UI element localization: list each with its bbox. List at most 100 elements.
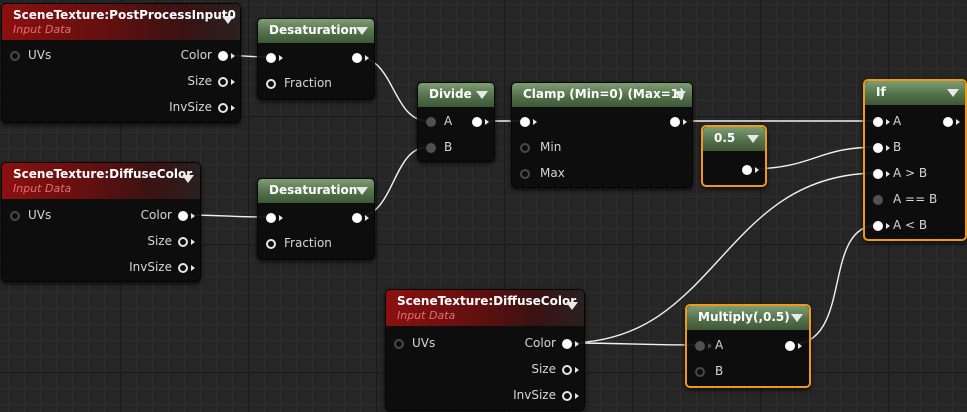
collapse-arrow-icon[interactable] bbox=[356, 187, 368, 195]
pin-arrow-icon bbox=[886, 145, 890, 151]
collapse-arrow-icon[interactable] bbox=[791, 314, 803, 322]
collapse-arrow-icon[interactable] bbox=[674, 91, 686, 99]
invsize-output-pin[interactable] bbox=[562, 391, 572, 401]
node-title: SceneTexture:PostProcessInput0 bbox=[13, 8, 236, 22]
a-greater-b-input-pin[interactable] bbox=[873, 169, 883, 179]
color-output-pin[interactable] bbox=[218, 51, 228, 61]
constant-node[interactable]: 0.5 bbox=[701, 125, 767, 187]
pin-arrow-icon bbox=[886, 223, 890, 229]
fraction-input-pin[interactable] bbox=[266, 239, 276, 249]
pin-arrow-icon bbox=[231, 79, 235, 85]
node-title: 0.5 bbox=[714, 131, 736, 145]
input-pin[interactable] bbox=[520, 117, 530, 127]
output-pin[interactable] bbox=[785, 341, 795, 351]
if-node[interactable]: If A B A > B A == B A < B bbox=[863, 79, 967, 241]
a-input-pin[interactable] bbox=[426, 117, 436, 127]
scenetexture-postprocess-node[interactable]: SceneTexture:PostProcessInput0 Input Dat… bbox=[1, 3, 241, 123]
collapse-arrow-icon[interactable] bbox=[182, 175, 194, 183]
color-output-pin[interactable] bbox=[178, 211, 188, 221]
output-pin[interactable] bbox=[472, 117, 482, 127]
pin-arrow-icon bbox=[231, 53, 235, 59]
color-label: Color bbox=[180, 48, 212, 62]
multiply-node[interactable]: Multiply(,0.5) A B bbox=[685, 304, 811, 388]
a-label: A bbox=[715, 338, 724, 352]
a-input-pin[interactable] bbox=[873, 117, 883, 127]
a-less-b-input-pin[interactable] bbox=[873, 221, 883, 231]
node-header[interactable]: SceneTexture:DiffuseColor Input Data bbox=[2, 163, 200, 199]
output-pin[interactable] bbox=[943, 117, 953, 127]
uvs-input-pin[interactable] bbox=[394, 339, 404, 349]
pin-arrow-icon bbox=[365, 215, 369, 221]
a-equal-b-input-pin[interactable] bbox=[873, 195, 883, 205]
pin-arrow-icon bbox=[575, 393, 579, 399]
collapse-arrow-icon[interactable] bbox=[476, 91, 488, 99]
node-subtitle: Input Data bbox=[13, 23, 72, 36]
node-title: Divide bbox=[429, 87, 472, 101]
invsize-output-pin[interactable] bbox=[218, 103, 228, 113]
divide-node[interactable]: Divide A B bbox=[417, 82, 495, 162]
wire-constant-to-if-b bbox=[747, 146, 879, 170]
node-title: SceneTexture:DiffuseColor bbox=[13, 167, 193, 181]
output-pin[interactable] bbox=[742, 165, 752, 175]
fraction-label: Fraction bbox=[284, 76, 332, 90]
pin-arrow-icon bbox=[365, 55, 369, 61]
size-output-pin[interactable] bbox=[178, 237, 188, 247]
input-pin[interactable] bbox=[266, 213, 276, 223]
output-pin[interactable] bbox=[352, 53, 362, 63]
desaturation-node-2[interactable]: Desaturation Fraction bbox=[257, 178, 375, 260]
clamp-node[interactable]: Clamp (Min=0) (Max=1) Min Max bbox=[511, 82, 693, 188]
output-pin[interactable] bbox=[352, 213, 362, 223]
collapse-arrow-icon[interactable] bbox=[747, 135, 759, 143]
collapse-arrow-icon[interactable] bbox=[947, 89, 959, 97]
desaturation-node-1[interactable]: Desaturation Fraction bbox=[257, 18, 375, 100]
size-output-pin[interactable] bbox=[562, 365, 572, 375]
uvs-label: UVs bbox=[28, 48, 52, 62]
node-title: SceneTexture:DiffuseColor bbox=[397, 294, 577, 308]
node-header[interactable]: Divide bbox=[418, 83, 494, 107]
pin-arrow-icon bbox=[533, 119, 537, 125]
node-header[interactable]: Clamp (Min=0) (Max=1) bbox=[512, 83, 692, 107]
collapse-arrow-icon[interactable] bbox=[356, 27, 368, 35]
size-label: Size bbox=[187, 74, 212, 88]
a-label: A bbox=[444, 114, 453, 128]
uvs-input-pin[interactable] bbox=[10, 211, 20, 221]
color-output-pin[interactable] bbox=[562, 339, 572, 349]
node-header[interactable]: 0.5 bbox=[703, 127, 765, 151]
node-title: Desaturation bbox=[269, 183, 358, 197]
fraction-label: Fraction bbox=[284, 236, 332, 250]
scenetexture-diffuse-node-1[interactable]: SceneTexture:DiffuseColor Input Data UVs… bbox=[1, 162, 201, 282]
pin-arrow-icon bbox=[683, 119, 687, 125]
a-input-pin[interactable] bbox=[695, 341, 705, 351]
node-title: If bbox=[876, 85, 886, 99]
size-label: Size bbox=[147, 234, 172, 248]
max-input-pin[interactable] bbox=[520, 169, 530, 179]
size-output-pin[interactable] bbox=[218, 77, 228, 87]
node-header[interactable]: SceneTexture:PostProcessInput0 Input Dat… bbox=[2, 4, 240, 40]
uvs-input-pin[interactable] bbox=[10, 51, 20, 61]
collapse-arrow-icon[interactable] bbox=[222, 16, 234, 24]
collapse-arrow-icon[interactable] bbox=[566, 302, 578, 310]
node-title: Clamp (Min=0) (Max=1) bbox=[523, 87, 685, 101]
b-input-pin[interactable] bbox=[426, 143, 436, 153]
node-header[interactable]: SceneTexture:DiffuseColor Input Data bbox=[386, 290, 584, 326]
node-header[interactable]: If bbox=[865, 81, 965, 105]
b-label: B bbox=[444, 140, 453, 154]
node-header[interactable]: Desaturation bbox=[258, 179, 374, 203]
invsize-output-pin[interactable] bbox=[178, 263, 188, 273]
node-header[interactable]: Multiply(,0.5) bbox=[687, 306, 809, 330]
min-input-pin[interactable] bbox=[520, 143, 530, 153]
b-input-pin[interactable] bbox=[695, 367, 705, 377]
output-pin[interactable] bbox=[670, 117, 680, 127]
uvs-label: UVs bbox=[28, 208, 52, 222]
pin-arrow-icon bbox=[279, 215, 283, 221]
pin-arrow-icon bbox=[798, 343, 802, 349]
b-input-pin[interactable] bbox=[873, 143, 883, 153]
node-header[interactable]: Desaturation bbox=[258, 19, 374, 43]
max-label: Max bbox=[540, 166, 565, 180]
scenetexture-diffuse-node-2[interactable]: SceneTexture:DiffuseColor Input Data UVs… bbox=[385, 289, 585, 411]
input-pin[interactable] bbox=[266, 53, 276, 63]
node-title: Desaturation bbox=[269, 23, 358, 37]
fraction-input-pin[interactable] bbox=[266, 79, 276, 89]
invsize-label: InvSize bbox=[513, 388, 556, 402]
a-greater-b-label: A > B bbox=[893, 166, 928, 180]
